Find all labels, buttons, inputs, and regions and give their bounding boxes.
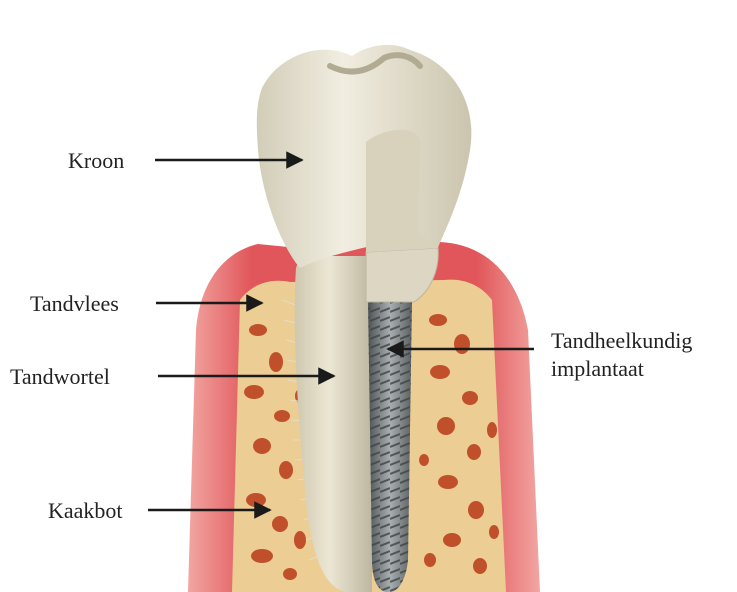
label-implant: Tandheelkundig implantaat xyxy=(551,327,692,382)
label-kaakbot: Kaakbot xyxy=(48,500,123,522)
label-implant-line2: implantaat xyxy=(551,355,692,383)
label-tandwortel: Tandwortel xyxy=(10,366,110,388)
label-kroon: Kroon xyxy=(68,150,124,172)
label-implant-line1: Tandheelkundig xyxy=(551,327,692,355)
tooth-crown xyxy=(257,45,472,268)
label-tandvlees: Tandvlees xyxy=(30,293,119,315)
implant-body xyxy=(368,300,412,592)
